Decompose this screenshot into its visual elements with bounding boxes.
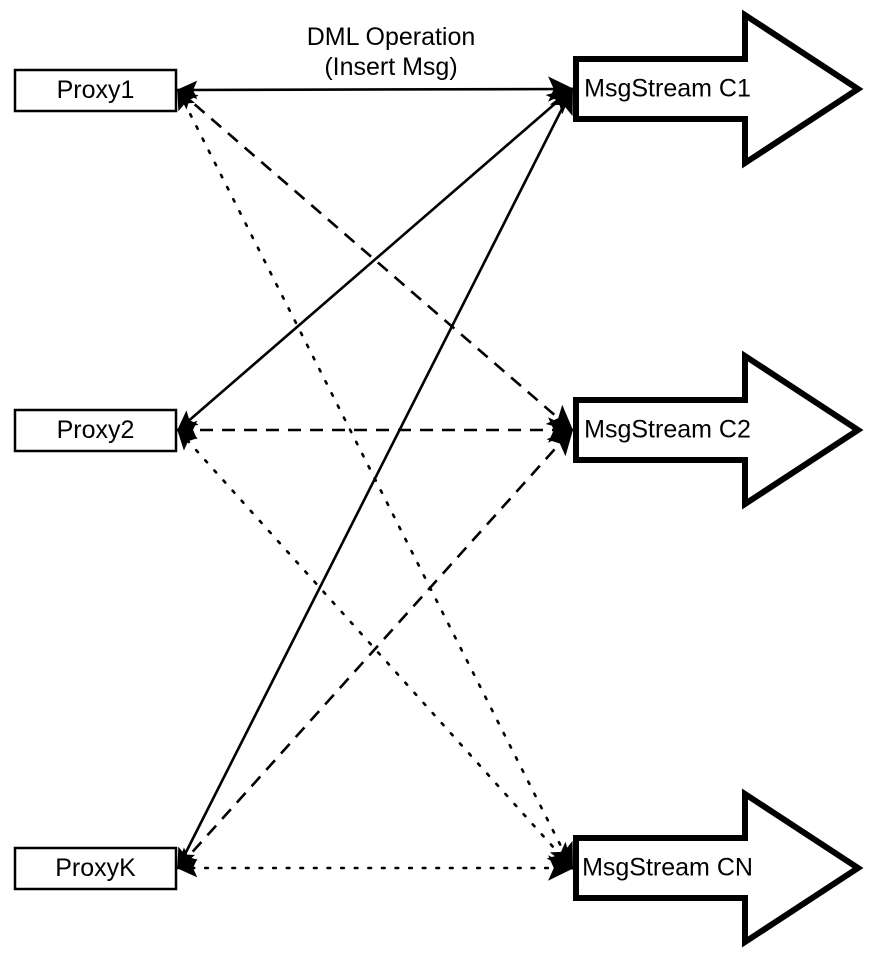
connector-edges-group	[176, 76, 575, 881]
msgstream-node-stream_c2[interactable]: MsgStream C2	[573, 350, 864, 510]
block-arrow-icon	[573, 350, 864, 510]
connector-line-solid	[176, 76, 575, 102]
connector-line-solid	[176, 87, 574, 870]
msgstream-label: MsgStream C2	[584, 416, 751, 444]
block-arrow-icon	[573, 9, 864, 169]
connector-line-dashed	[176, 428, 574, 870]
connector-p1-c1	[176, 76, 575, 102]
proxy-label: Proxy2	[57, 416, 135, 444]
msgstream-label: MsgStream C1	[584, 75, 751, 103]
proxy-label: ProxyK	[55, 854, 136, 882]
proxy-node-proxy1[interactable]: Proxy1	[13, 68, 178, 113]
msgstream-node-stream_c1[interactable]: MsgStream C1	[573, 9, 864, 169]
block-arrow-icon	[573, 788, 864, 948]
dml-operation-annotation: DML Operation (Insert Msg)	[307, 23, 476, 81]
proxy-node-proxyK[interactable]: ProxyK	[13, 846, 178, 891]
annotation-line-2: (Insert Msg)	[324, 53, 457, 81]
proxy-box-outline	[13, 408, 178, 453]
proxy-label: Proxy1	[57, 76, 135, 104]
proxy-box-outline	[13, 68, 178, 113]
msgstream-nodes-group: MsgStream C1 MsgStream C2 MsgStream CN	[573, 9, 864, 948]
annotation-line-1: DML Operation	[307, 23, 476, 51]
msgstream-label: MsgStream CN	[582, 854, 753, 882]
msgstream-node-stream_cn[interactable]: MsgStream CN	[573, 788, 864, 948]
connector-pk-c1	[176, 87, 574, 870]
proxy-node-proxy2[interactable]: Proxy2	[13, 408, 178, 453]
connector-pk-c2	[176, 428, 574, 870]
proxy-box-outline	[13, 846, 178, 891]
